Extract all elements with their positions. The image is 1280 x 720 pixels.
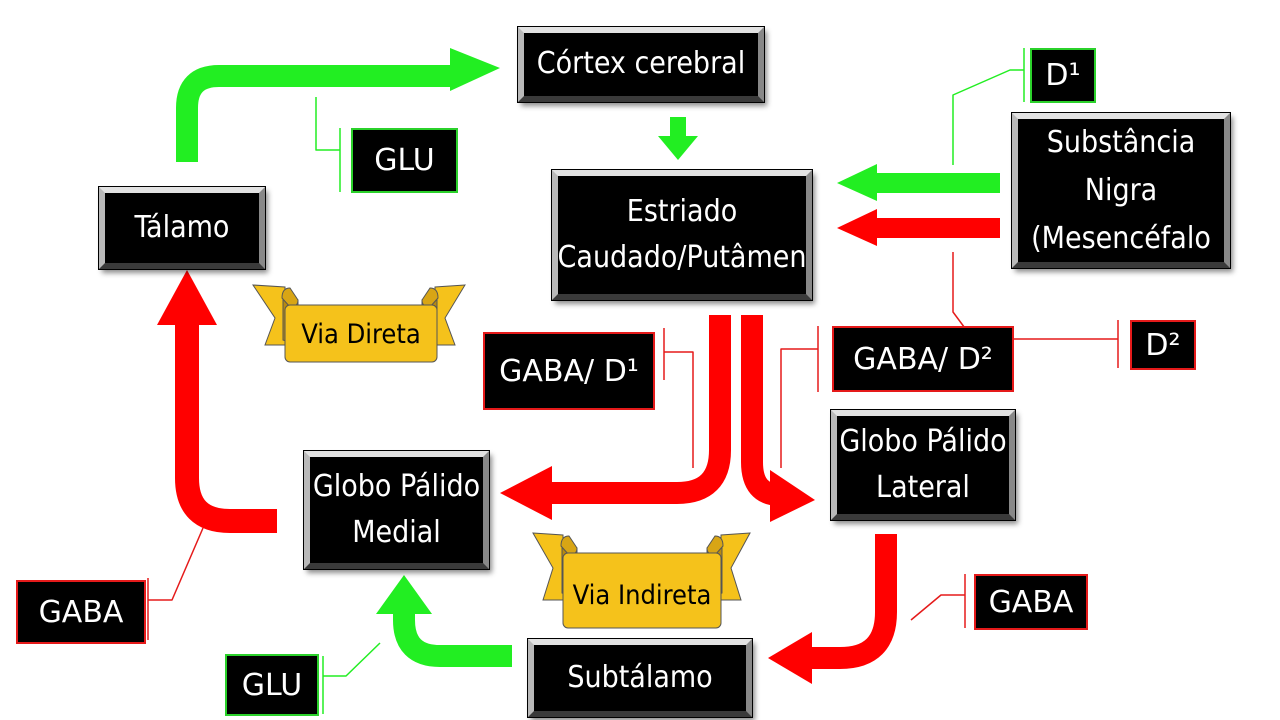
line-d1-top xyxy=(952,69,1024,165)
node-estriado-line2: Caudado/Putâmen xyxy=(557,240,807,275)
node-globo-palido-lateral: Globo Pálido Lateral xyxy=(831,410,1015,520)
line-gaba-left xyxy=(148,527,204,601)
node-gpl-line2: Lateral xyxy=(876,470,970,505)
banner-via-direta: Via Direta xyxy=(252,284,466,363)
node-talamo-label: Tálamo xyxy=(134,209,230,245)
node-subtalamo: Subtálamo xyxy=(528,639,752,717)
line-gaba-d2 xyxy=(780,348,818,468)
banner-via-indireta: Via Indireta xyxy=(532,532,751,629)
node-gpm-line2: Medial xyxy=(352,515,441,550)
line-glu-top xyxy=(315,97,340,151)
node-estriado: Estriado Caudado/Putâmen xyxy=(552,170,812,300)
label-gaba-left: GABA xyxy=(16,580,146,644)
arrow-subtalamo-to-globo-medial xyxy=(393,609,512,667)
label-glu-top: GLU xyxy=(351,128,458,193)
line-gaba-d1 xyxy=(664,351,694,468)
line-d2-right xyxy=(952,252,1118,340)
label-gaba-right: GABA xyxy=(974,574,1088,630)
node-cortex-cerebral: Córtex cerebral xyxy=(518,27,764,102)
arrow-cortex-to-estriado xyxy=(658,136,698,160)
node-sn-line2: Nigra xyxy=(1084,172,1158,208)
node-subtalamo-label: Subtálamo xyxy=(567,659,713,695)
node-talamo: Tálamo xyxy=(99,187,265,269)
arrow-globo-lateral-to-subtalamo xyxy=(805,534,897,669)
label-gaba-d2: GABA/ D² xyxy=(832,326,1014,392)
label-d1-top: D¹ xyxy=(1030,48,1096,103)
banner-via-direta-text: Via Direta xyxy=(301,319,421,350)
arrow-talamo-to-cortex xyxy=(176,65,455,162)
line-gaba-right xyxy=(910,594,965,621)
node-gpm-line1: Globo Pálido xyxy=(312,468,481,504)
arrow-globo-medial-to-talamo xyxy=(175,320,277,533)
node-globo-palido-medial: Globo Pálido Medial xyxy=(304,451,489,569)
line-glu-bottom xyxy=(323,642,381,677)
node-substancia-nigra: Substância Nigra (Mesencéfalo xyxy=(1012,113,1230,268)
banner-via-indireta-text: Via Indireta xyxy=(573,580,712,611)
node-cortex-label: Córtex cerebral xyxy=(536,46,746,82)
arrow-head-cortex xyxy=(450,48,500,91)
node-sn-line1: Substância xyxy=(1046,124,1196,160)
label-glu-bottom: GLU xyxy=(225,654,319,716)
arrow-estriado-to-globo-medial xyxy=(548,315,731,504)
node-gpl-line1: Globo Pálido xyxy=(839,423,1007,459)
label-d2-right: D² xyxy=(1130,320,1196,370)
label-gaba-d1: GABA/ D¹ xyxy=(483,332,655,410)
node-sn-line3: (Mesencéfalo xyxy=(1031,220,1211,256)
node-estriado-line1: Estriado xyxy=(626,193,738,229)
